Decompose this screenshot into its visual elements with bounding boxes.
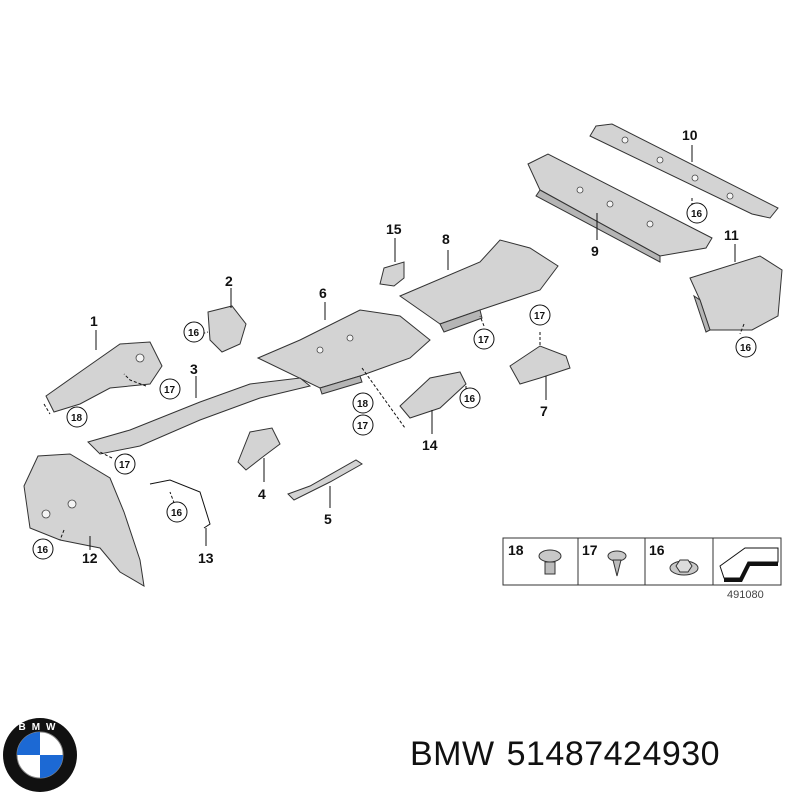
- part-number: 51487424930: [506, 735, 721, 773]
- part-label-15: 15: [386, 221, 402, 237]
- diagram-ref-code: 491080: [727, 589, 764, 601]
- legend-label-18: 18: [508, 542, 524, 558]
- part-5-shape: [287, 459, 363, 501]
- logo-lettering: BMW: [19, 722, 62, 733]
- callout-18: 18: [66, 406, 88, 428]
- part-label-3: 3: [190, 361, 198, 377]
- part-13-shape: [149, 479, 211, 529]
- svg-text:16: 16: [37, 545, 49, 556]
- callout-17: 17: [114, 453, 136, 475]
- callout-17: 17: [159, 378, 181, 400]
- part-label-11: 11: [724, 227, 739, 243]
- callout-16: 16: [166, 501, 188, 523]
- svg-text:18: 18: [71, 413, 83, 424]
- arrow-direction-icon: [719, 547, 779, 582]
- brand-name: BMW: [410, 735, 495, 773]
- part-8-shape: [398, 239, 559, 333]
- callout-16: 16: [183, 321, 205, 343]
- footer-part-number: BMW 51487424930: [410, 735, 732, 774]
- svg-text:16: 16: [188, 328, 200, 339]
- part-label-5: 5: [324, 511, 332, 527]
- callout-16: 16: [686, 202, 708, 224]
- part-label-1: 1: [90, 313, 98, 329]
- screw-17-icon: [607, 550, 627, 577]
- part-1-shape: [45, 341, 163, 413]
- svg-text:17: 17: [478, 335, 490, 346]
- bmw-logo: BMW: [3, 718, 77, 792]
- svg-text:17: 17: [534, 311, 546, 322]
- svg-text:16: 16: [691, 209, 703, 220]
- nut-16-icon: [669, 559, 699, 576]
- callout-18: 18: [352, 392, 374, 414]
- part-2-shape: [207, 305, 247, 353]
- svg-text:17: 17: [119, 460, 131, 471]
- part-label-12: 12: [82, 550, 98, 566]
- part-14-shape: [399, 371, 467, 419]
- callout-17: 17: [473, 328, 495, 350]
- part-label-13: 13: [198, 550, 214, 566]
- callout-17: 17: [529, 304, 551, 326]
- svg-text:18: 18: [357, 399, 369, 410]
- part-9-shape: [527, 153, 713, 263]
- part-7-shape: [509, 345, 571, 385]
- part-label-7: 7: [540, 403, 548, 419]
- svg-text:16: 16: [740, 343, 752, 354]
- part-label-6: 6: [319, 285, 327, 301]
- svg-text:16: 16: [464, 394, 476, 405]
- svg-text:17: 17: [357, 421, 369, 432]
- part-11-shape: [689, 255, 783, 333]
- part-12-shape: [23, 453, 145, 587]
- part-label-10: 10: [682, 127, 698, 143]
- svg-text:16: 16: [171, 508, 183, 519]
- fastener-legend: 18 17 16: [502, 537, 782, 586]
- legend-label-16: 16: [649, 542, 665, 558]
- part-3-shape: [87, 377, 312, 455]
- legend-label-17: 17: [582, 542, 598, 558]
- callout-16: 16: [459, 387, 481, 409]
- screw-18-icon: [538, 549, 562, 575]
- part-4-shape: [237, 427, 281, 471]
- part-label-8: 8: [442, 231, 450, 247]
- part-label-9: 9: [591, 243, 599, 259]
- part-10-shape: [589, 123, 779, 219]
- callout-17: 17: [352, 414, 374, 436]
- callout-16: 16: [735, 336, 757, 358]
- part-6-shape: [256, 309, 431, 395]
- svg-text:17: 17: [164, 385, 176, 396]
- part-label-2: 2: [225, 273, 233, 289]
- part-label-14: 14: [422, 437, 438, 453]
- callout-16: 16: [32, 538, 54, 560]
- part-15-shape: [379, 261, 405, 287]
- part-label-4: 4: [258, 486, 266, 502]
